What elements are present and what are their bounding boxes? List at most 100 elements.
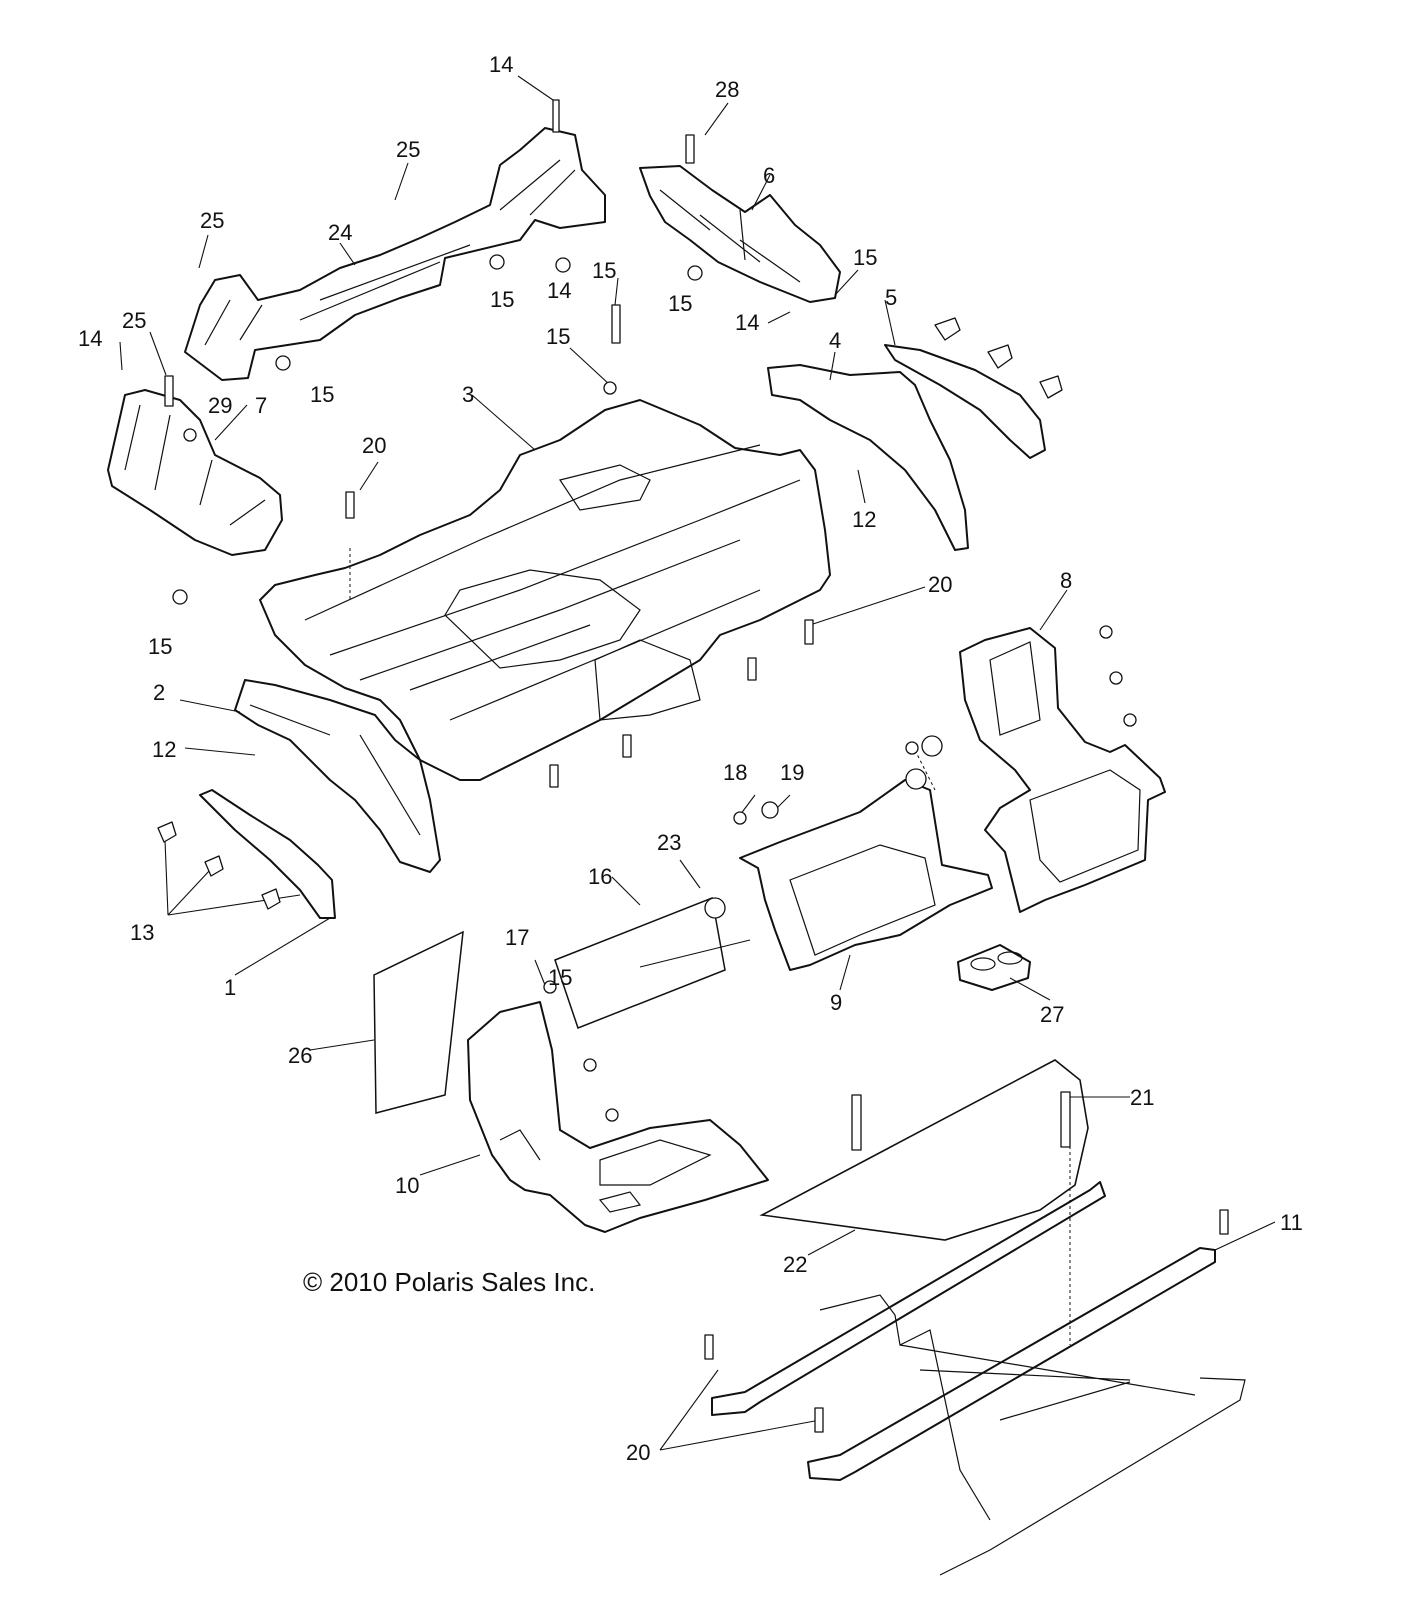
bolt-icon <box>345 491 355 519</box>
bolt-icon <box>814 1407 824 1433</box>
washer-icon <box>905 741 919 755</box>
callout-15d: 15 <box>853 245 877 270</box>
assembly-lines <box>349 548 1071 1345</box>
callout-11: 11 <box>1280 1210 1303 1235</box>
grommet-icon <box>921 735 943 757</box>
clip-icon <box>261 888 281 910</box>
washer-icon <box>733 811 747 825</box>
callout-28: 28 <box>715 77 739 102</box>
callout-13: 13 <box>130 920 154 945</box>
part-26-seal <box>373 930 464 1114</box>
callout-22: 22 <box>783 1252 807 1277</box>
callout-14c: 14 <box>735 310 759 335</box>
part-7-left-rack <box>107 389 283 556</box>
bolt-icon <box>549 764 559 788</box>
callout-1: 1 <box>224 975 236 1000</box>
callout-24: 24 <box>328 220 352 245</box>
copyright-notice: © 2010 Polaris Sales Inc. <box>303 1267 595 1297</box>
callout-9: 9 <box>830 990 842 1015</box>
nut-icon <box>275 355 291 371</box>
screw-icon <box>605 1108 619 1122</box>
callout-19: 19 <box>780 760 804 785</box>
part-3-cargo-box <box>259 399 831 781</box>
callout-20a: 20 <box>362 433 386 458</box>
nut-icon <box>183 428 197 442</box>
callout-25c: 25 <box>122 308 146 333</box>
clip-icon <box>1039 375 1063 399</box>
callout-15c: 15 <box>668 291 692 316</box>
callout-15a: 15 <box>490 287 514 312</box>
part-1-left-trim <box>199 789 336 919</box>
nut-icon <box>555 257 571 273</box>
fasteners <box>157 99 1229 1433</box>
bolt-icon <box>552 99 560 133</box>
part-22-floor-plate <box>759 1059 1089 1241</box>
callout-2: 2 <box>153 680 165 705</box>
callout-16: 16 <box>588 864 612 889</box>
grommet-icon <box>761 801 779 819</box>
nut-icon <box>489 254 505 270</box>
callout-18: 18 <box>723 760 747 785</box>
bolt-icon <box>1219 1209 1229 1235</box>
clip-icon <box>157 821 177 843</box>
leader-lines <box>119 75 1276 1451</box>
callout-15f: 15 <box>310 382 334 407</box>
nut-icon <box>603 381 617 395</box>
clip-icon <box>204 855 224 877</box>
callout-25a: 25 <box>396 137 420 162</box>
callout-6: 6 <box>763 163 775 188</box>
screw-icon <box>1123 713 1137 727</box>
callout-7: 7 <box>255 393 267 418</box>
screw-icon <box>1099 625 1113 639</box>
callout-14a: 14 <box>489 52 513 77</box>
callout-14d: 14 <box>78 326 102 351</box>
part-10-left-storage-bin <box>467 1001 769 1233</box>
callout-21: 21 <box>1130 1085 1154 1110</box>
callout-20b: 20 <box>928 572 952 597</box>
nut-icon <box>543 980 557 994</box>
bolt-icon <box>804 619 814 645</box>
screw-icon <box>1109 671 1123 685</box>
callout-4: 4 <box>829 328 841 353</box>
callout-20c: 20 <box>626 1440 650 1465</box>
part-5-trim-strip <box>884 344 1046 459</box>
part-11-frame-rails <box>711 1181 1246 1576</box>
screw-icon <box>583 1058 597 1072</box>
callout-15g: 15 <box>148 634 172 659</box>
callout-10: 10 <box>395 1173 419 1198</box>
callout-8: 8 <box>1060 568 1072 593</box>
bolt-icon <box>685 134 695 164</box>
part-8-right-storage-box <box>959 627 1166 913</box>
callout-12b: 12 <box>152 737 176 762</box>
bolt-icon <box>851 1094 862 1151</box>
bolt-icon <box>1060 1091 1071 1148</box>
bolt-icon <box>747 657 757 681</box>
grommet-icon <box>704 897 726 919</box>
callout-5: 5 <box>885 285 897 310</box>
bolt-icon <box>704 1334 714 1360</box>
part-4-right-side-panel <box>767 364 969 551</box>
part-9-storage-bin <box>739 779 993 971</box>
callout-27: 27 <box>1040 1002 1064 1027</box>
clip-icon <box>987 344 1013 369</box>
callout-26: 26 <box>288 1043 312 1068</box>
part-16-panel <box>554 896 726 1029</box>
callout-17: 17 <box>505 925 529 950</box>
clip-icon <box>934 317 961 341</box>
part-24-rack-frame <box>184 127 606 381</box>
callout-15e: 15 <box>546 324 570 349</box>
nut-icon <box>172 589 188 605</box>
callout-25b: 25 <box>200 208 224 233</box>
nut-icon <box>687 265 703 281</box>
callout-23: 23 <box>657 830 681 855</box>
bolt-icon <box>622 734 632 758</box>
grommet-icon <box>905 768 927 790</box>
part-2-left-side-panel <box>234 679 441 873</box>
bolt-icon <box>611 304 621 344</box>
callout-29: 29 <box>208 393 232 418</box>
callout-labels: 1 2 3 4 5 6 7 8 9 10 11 12 12 13 14 14 1… <box>78 52 1303 1465</box>
callout-15h: 15 <box>548 965 572 990</box>
callout-12a: 12 <box>852 507 876 532</box>
